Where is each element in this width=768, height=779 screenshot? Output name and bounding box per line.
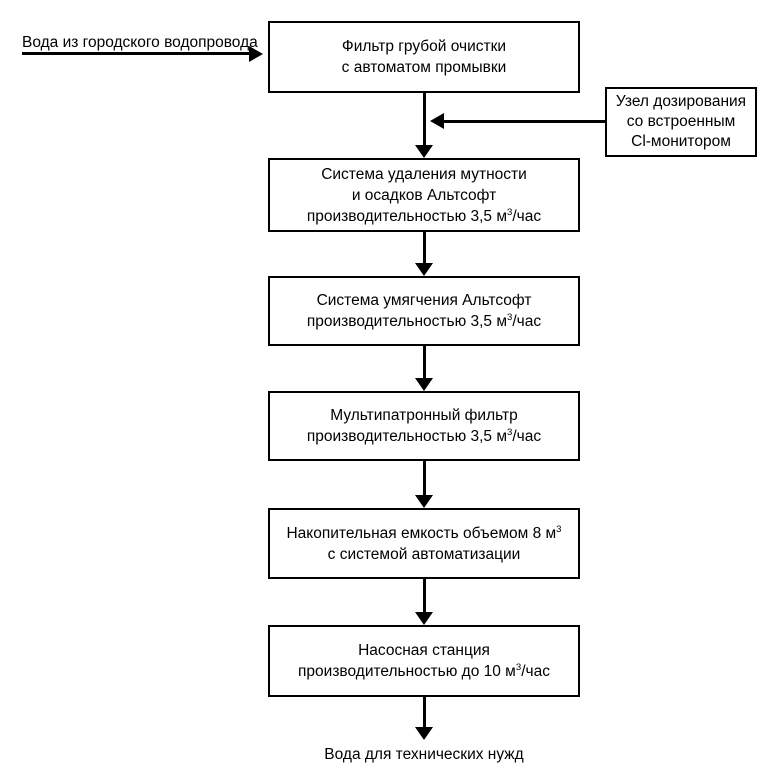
box-multicartridge-filter: Мультипатронный фильтр производительност… xyxy=(268,391,580,461)
box-line: Накопительная емкость объемом 8 м3 xyxy=(286,523,561,544)
text-segment: Накопительная емкость объемом 8 м xyxy=(286,524,557,542)
source-arrow-shaft xyxy=(22,52,249,55)
arrow-3-shaft xyxy=(423,346,426,379)
text-segment: производительностью 3,5 м xyxy=(306,313,508,330)
text-segment: производительностью 3,5 м xyxy=(306,207,508,225)
box-softening-system: Система умягчения Альтсофт производитель… xyxy=(268,276,580,346)
box-line: со встроенным xyxy=(626,113,736,130)
superscript: 3 xyxy=(556,523,562,535)
arrow-6-head-icon xyxy=(415,727,433,740)
box-line: Мультипатронный фильтр xyxy=(330,407,518,424)
arrow-5-head-icon xyxy=(415,612,433,625)
box-line: Система удаления мутности xyxy=(321,165,527,183)
superscript: 3 xyxy=(507,311,513,323)
text-segment: /час xyxy=(512,207,542,225)
source-arrow-head-icon xyxy=(249,46,263,62)
box-line: Фильтр грубой очистки xyxy=(341,38,507,55)
superscript: 3 xyxy=(507,206,513,218)
arrow-4-shaft xyxy=(423,461,426,496)
box-line: с автоматом промывки xyxy=(341,59,507,76)
arrow-1-head-icon xyxy=(415,145,433,158)
output-label: Вода для технических нужд xyxy=(324,746,524,763)
dosing-arrow-shaft xyxy=(443,120,605,123)
text-segment: производительностью до 10 м xyxy=(298,663,516,680)
arrow-2-shaft xyxy=(423,232,426,264)
superscript: 3 xyxy=(507,426,513,438)
box-dosing-unit: Узел дозирования со встроенным Cl-монито… xyxy=(605,87,757,157)
superscript: 3 xyxy=(515,661,522,673)
box-line: Узел дозирования xyxy=(615,93,747,110)
box-coarse-filter: Фильтр грубой очистки с автоматом промыв… xyxy=(268,21,580,93)
arrow-4-head-icon xyxy=(415,495,433,508)
box-line: производительностью 3,5 м3/час xyxy=(307,206,541,227)
arrow-6-shaft xyxy=(423,697,426,728)
text-segment: /час xyxy=(521,663,550,680)
box-line: производительностью 3,5 м3/час xyxy=(307,426,541,447)
arrow-3-head-icon xyxy=(415,378,433,391)
box-line: производительностью 3,5 м3/час xyxy=(307,311,541,332)
arrow-2-head-icon xyxy=(415,263,433,276)
box-pump-station: Насосная станция производительностью до … xyxy=(268,625,580,697)
box-storage-tank: Накопительная емкость объемом 8 м3 с сис… xyxy=(268,508,580,579)
box-line: и осадков Альтсофт xyxy=(351,186,497,204)
box-turbidity-removal: Система удаления мутности и осадков Альт… xyxy=(268,158,580,232)
box-line: Насосная станция xyxy=(358,642,490,659)
box-line: с системой автоматизации xyxy=(327,545,521,563)
arrow-5-shaft xyxy=(423,579,426,613)
text-segment: /час xyxy=(512,313,542,330)
dosing-arrow-head-icon xyxy=(430,113,444,129)
box-line: производительностью до 10 м3/час xyxy=(298,661,550,682)
source-label: Вода из городского водопровода xyxy=(22,34,258,51)
box-line: Cl-монитором xyxy=(631,133,731,150)
box-line: Система умягчения Альтсофт xyxy=(316,292,532,309)
text-segment: /час xyxy=(512,428,542,445)
arrow-1-shaft xyxy=(423,93,426,146)
text-segment: производительностью 3,5 м xyxy=(306,428,508,445)
